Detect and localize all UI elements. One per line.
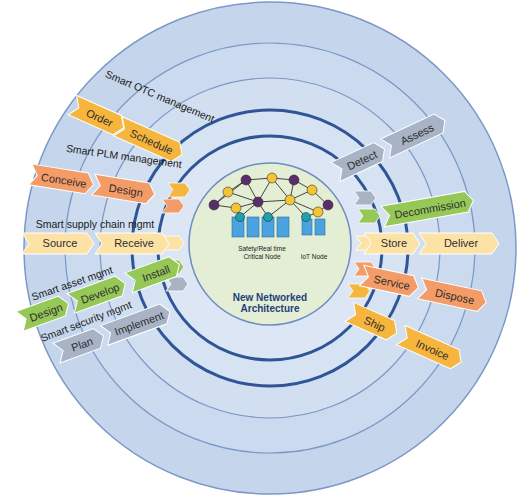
process-chevron: Service xyxy=(359,265,420,298)
chevron-outline xyxy=(92,174,157,204)
iot-block xyxy=(302,219,312,235)
network-link xyxy=(290,200,318,212)
ring xyxy=(100,78,440,418)
network-dots xyxy=(209,173,333,222)
chevron-outline xyxy=(331,139,389,181)
chevron-outline xyxy=(22,233,94,254)
chevron-outline xyxy=(359,265,420,298)
network-link xyxy=(214,205,236,208)
network-link xyxy=(290,190,312,200)
chevron-outline xyxy=(381,190,475,227)
circle-outline xyxy=(189,163,351,325)
process-chevron: Store xyxy=(364,233,420,254)
ring xyxy=(158,136,382,360)
step-label: Deliver xyxy=(440,237,478,249)
network-dot xyxy=(267,173,277,183)
network-link xyxy=(294,180,312,190)
network-dot xyxy=(253,197,263,207)
network-link xyxy=(228,180,246,192)
chevron-outline xyxy=(397,325,466,371)
process-chevron: Source xyxy=(22,233,94,254)
network-link xyxy=(318,205,328,212)
network-link xyxy=(306,212,318,217)
network-dot xyxy=(241,175,251,185)
chevron-stub xyxy=(168,183,190,197)
network-dot xyxy=(236,213,245,222)
network-dot xyxy=(313,207,323,217)
process-chevron: Conceive xyxy=(29,164,95,195)
chevron-stub xyxy=(358,209,380,223)
iot-block xyxy=(315,219,325,235)
ring xyxy=(65,43,475,453)
step-label: Store xyxy=(377,237,407,249)
node-label: Safety/Real time Critical Node xyxy=(229,245,295,260)
process-chevron: Assess xyxy=(381,111,450,158)
node-label: New Networked Architecture xyxy=(222,292,318,314)
network-link xyxy=(272,178,290,200)
network-link xyxy=(236,202,258,208)
step-label: Source xyxy=(39,237,78,249)
outer-ring xyxy=(24,2,516,494)
network-link xyxy=(240,202,258,217)
process-chevron: Decommission xyxy=(381,190,475,227)
process-chevron: Install xyxy=(125,254,183,292)
critical-node-blocks xyxy=(232,217,325,237)
chevron-outline xyxy=(68,95,128,137)
network-link xyxy=(258,202,268,217)
chevron-outline xyxy=(125,254,183,292)
step-label: Receive xyxy=(110,237,154,249)
network-dot xyxy=(264,213,273,222)
network-link xyxy=(258,178,272,202)
node-block xyxy=(262,217,274,237)
network-link xyxy=(236,208,240,217)
process-chevron: Invoice xyxy=(397,325,466,371)
network-link xyxy=(228,192,258,202)
network-link xyxy=(268,200,290,217)
network-dot xyxy=(285,195,295,205)
network-dot xyxy=(289,175,299,185)
process-chevron: Deliver xyxy=(419,233,499,254)
chevron-stub xyxy=(162,199,184,213)
network-link xyxy=(214,192,228,205)
network-dot xyxy=(302,213,311,222)
node-block xyxy=(232,217,244,237)
network-link xyxy=(258,200,290,202)
chevron-outline xyxy=(29,164,95,195)
network-dot xyxy=(323,200,333,210)
network-link xyxy=(290,180,294,200)
network-dot xyxy=(231,203,241,213)
network-link xyxy=(246,178,272,180)
chevron-outline xyxy=(364,233,420,254)
node-block xyxy=(277,217,289,237)
process-chevron: Design xyxy=(92,174,157,204)
network-link xyxy=(290,200,306,217)
chevron-outline xyxy=(95,233,169,254)
network-link xyxy=(214,180,246,205)
network-dot xyxy=(307,185,317,195)
network-dot xyxy=(209,200,219,210)
process-chevron: Receive xyxy=(95,233,169,254)
process-chevron: Order xyxy=(68,95,128,137)
chevron-outline xyxy=(418,278,489,313)
chevron-outline xyxy=(345,302,401,342)
network-link xyxy=(246,180,258,202)
chevron-outline xyxy=(381,111,450,158)
chevron-outline xyxy=(419,233,499,254)
network-link xyxy=(272,178,294,180)
process-chevron: Ship xyxy=(345,302,401,342)
architecture-circle: Safety/Real time Critical NodeIoT NodeNe… xyxy=(188,162,352,326)
network-links xyxy=(214,178,328,217)
node-label: IoT Node xyxy=(301,253,328,261)
network-link xyxy=(312,190,328,205)
process-chevron: Detect xyxy=(331,139,389,181)
chevron-stub xyxy=(354,191,376,205)
group-label: Smart supply chain mgmt xyxy=(36,218,154,230)
node-block xyxy=(247,217,259,237)
network-dot xyxy=(223,187,233,197)
process-chevron: Dispose xyxy=(418,278,489,313)
